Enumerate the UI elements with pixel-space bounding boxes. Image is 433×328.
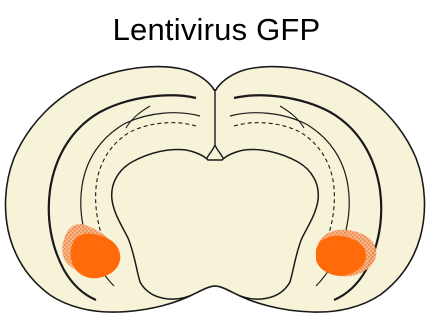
central-structure <box>112 150 319 300</box>
